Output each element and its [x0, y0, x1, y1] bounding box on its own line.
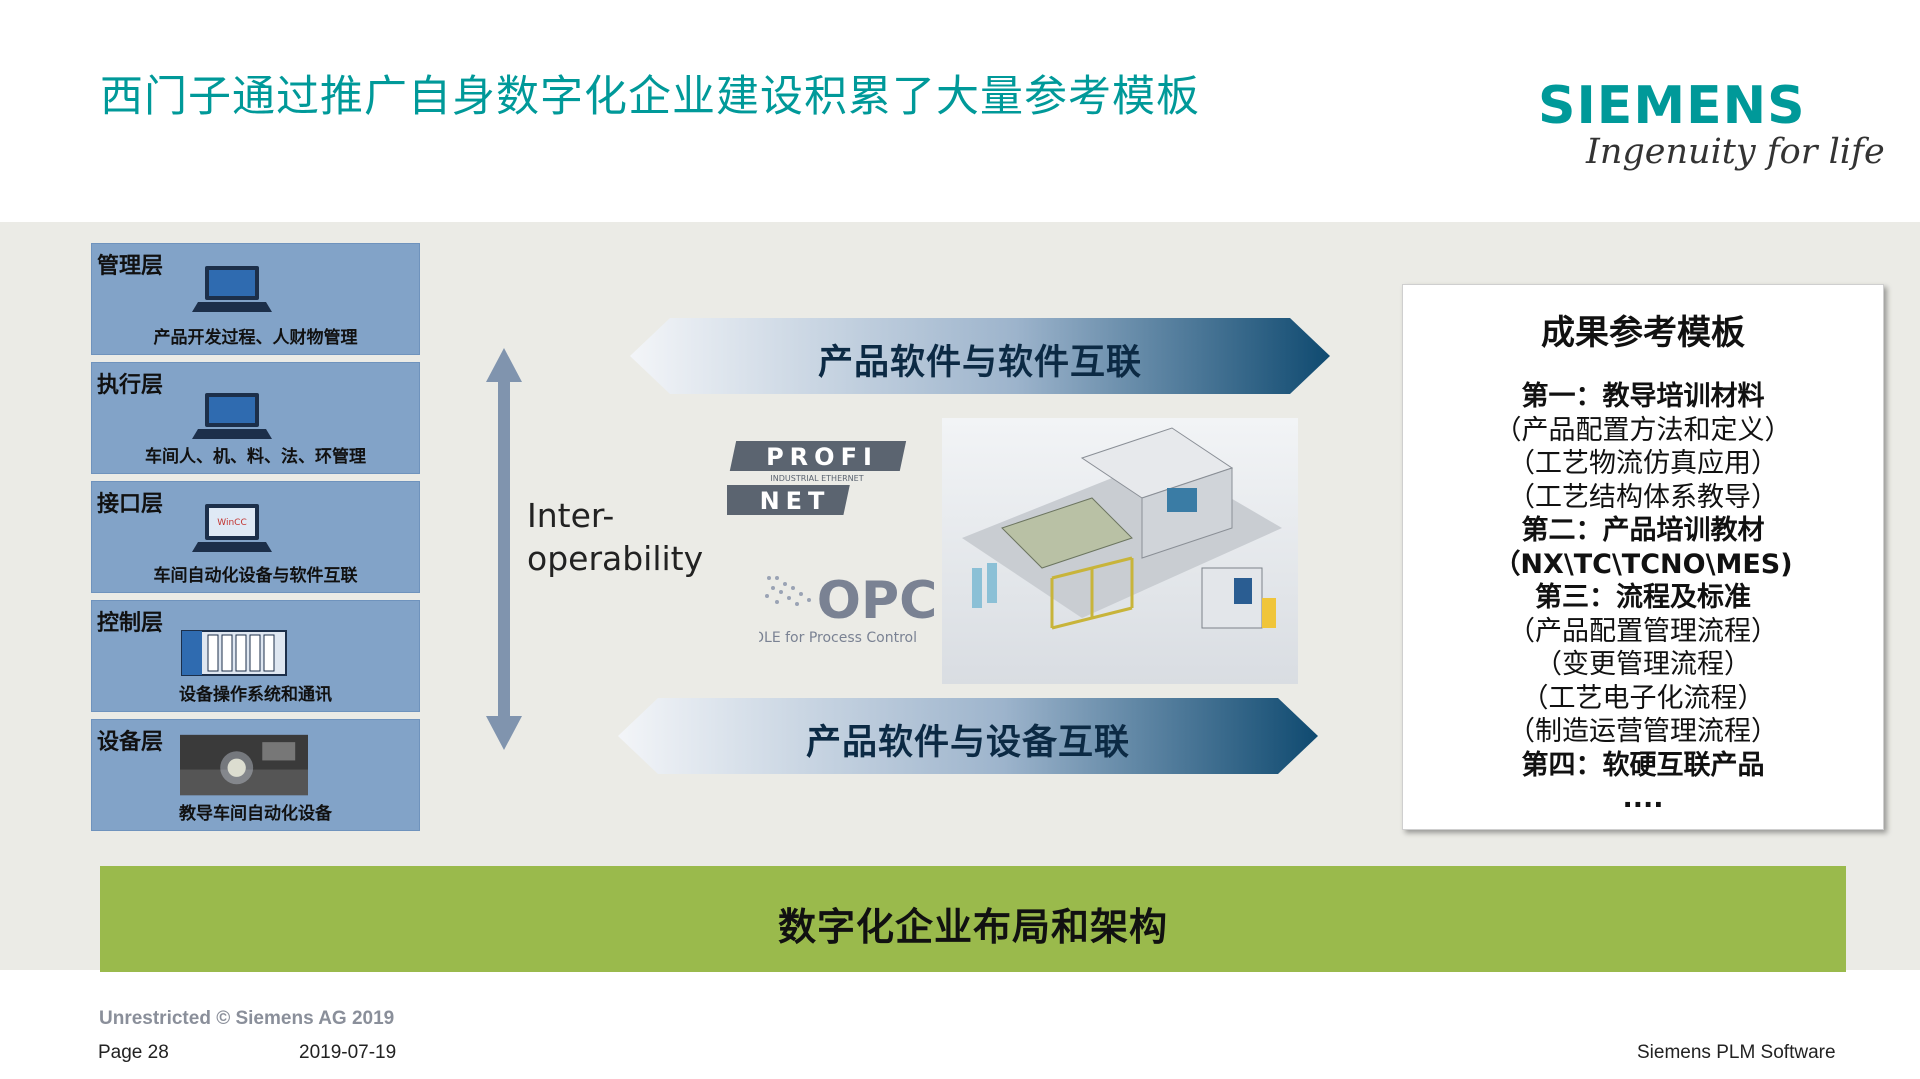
layer-execution: 执行层 车间人、机、料、法、环管理 — [91, 362, 420, 474]
layer-name: 设备层 — [97, 730, 164, 755]
layer-name: 控制层 — [97, 611, 164, 636]
opc-mark: OPC — [817, 571, 937, 631]
results-title: 成果参考模板 — [1541, 313, 1745, 353]
results-line: （工艺结构体系教导） — [1508, 481, 1778, 513]
layer-name: 接口层 — [97, 492, 164, 517]
profinet-top: PROFI — [766, 443, 878, 471]
results-line: （产品配置管理流程） — [1508, 615, 1778, 647]
banner-arrow-shape — [630, 318, 1330, 394]
footer-copyright: Unrestricted © Siemens AG 2019 — [99, 1008, 395, 1029]
banner-software-interconnect: 产品软件与软件互联 — [630, 318, 1330, 394]
banner-label: 产品软件与软件互联 — [817, 343, 1142, 383]
opc-logo: OPC OLE for Process Control — [759, 571, 937, 646]
opc-caption: OLE for Process Control — [759, 630, 917, 646]
results-line: （工艺电子化流程） — [1521, 682, 1765, 714]
layer-description: 教导车间自动化设备 — [179, 804, 332, 824]
results-line: （NX\TC\TCNO\MES) — [1493, 548, 1793, 580]
layer-description: 产品开发过程、人财物管理 — [153, 328, 358, 348]
interop-line-1: Inter- — [527, 496, 615, 535]
page-title: 西门子通过推广自身数字化企业建设积累了大量参考模板 — [100, 72, 1200, 122]
foundation-bar: 数字化企业布局和架构 — [100, 866, 1846, 972]
factory-layout-image — [942, 418, 1298, 684]
results-line: （工艺物流仿真应用） — [1508, 448, 1778, 479]
results-line: （产品配置方法和定义） — [1494, 414, 1792, 446]
results-line: （变更管理流程） — [1535, 649, 1751, 680]
foundation-label: 数字化企业布局和架构 — [777, 905, 1168, 949]
footer-page-number: Page 28 — [98, 1042, 169, 1063]
interop-line-2: operability — [527, 539, 704, 578]
laptop-icon — [192, 393, 272, 439]
welding-photo-icon — [180, 734, 308, 796]
layer-description: 车间自动化设备与软件互联 — [153, 566, 358, 586]
layer-description: 车间人、机、料、法、环管理 — [145, 447, 366, 467]
results-line: 第一：教导培训材料 — [1521, 381, 1765, 412]
footer-software: Siemens PLM Software — [1637, 1042, 1836, 1063]
screen-label: WinCC — [217, 518, 246, 528]
results-line: （制造运营管理流程） — [1508, 716, 1778, 747]
results-list: 第一：教导培训材料 （产品配置方法和定义） （工艺物流仿真应用） （工艺结构体系… — [1403, 380, 1883, 816]
double-arrow-icon — [486, 348, 522, 750]
layer-equipment: 设备层 教导车间自动化设备 — [91, 719, 420, 831]
layer-description: 设备操作系统和通讯 — [179, 685, 332, 705]
results-line: 第二：产品培训教材 — [1521, 515, 1765, 546]
profinet-logo: PROFI INDUSTRIAL ETHERNET NET — [727, 441, 907, 515]
layer-name: 执行层 — [97, 373, 164, 398]
brand-tagline: Ingenuity for life — [1586, 132, 1885, 172]
profinet-bottom: NET — [760, 487, 831, 515]
plc-controller-icon — [181, 630, 287, 676]
results-line: 第三：流程及标准 — [1535, 582, 1751, 613]
banner-label: 产品软件与设备互联 — [805, 723, 1130, 763]
siemens-logo: SIEMENS Ingenuity for life — [1538, 76, 1885, 186]
results-line: .... — [1622, 783, 1664, 814]
layer-interface: 接口层 WinCC 车间自动化设备与软件互联 — [91, 481, 420, 593]
banner-device-interconnect: 产品软件与设备互联 — [618, 698, 1318, 774]
layer-control: 控制层 设备操作系统和通讯 — [91, 600, 420, 712]
brand-name: SIEMENS — [1538, 76, 1806, 136]
layer-name: 管理层 — [97, 254, 164, 279]
laptop-icon: WinCC — [192, 504, 272, 552]
footer-date: 2019-07-19 — [299, 1042, 397, 1063]
banner-arrow-shape — [618, 698, 1318, 774]
profinet-sub: INDUSTRIAL ETHERNET — [770, 474, 863, 483]
results-line: 第四：软硬互联产品 — [1521, 749, 1765, 781]
layer-stack: 管理层 产品开发过程、人财物管理 执行层 车间人、机、料、法、环管理 接口层 W… — [91, 243, 421, 838]
laptop-icon — [192, 266, 272, 312]
results-reference-panel: 成果参考模板 第一：教导培训材料 （产品配置方法和定义） （工艺物流仿真应用） … — [1402, 284, 1884, 830]
layer-management: 管理层 产品开发过程、人财物管理 — [91, 243, 420, 355]
interoperability-label: Inter- operability — [527, 494, 703, 580]
